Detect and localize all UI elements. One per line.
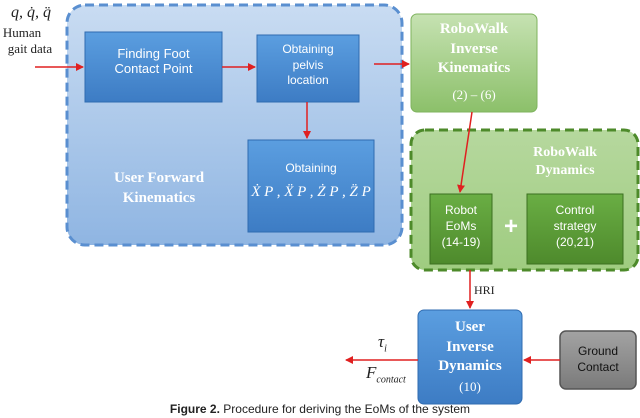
user-inverse-eq: (10): [459, 379, 481, 394]
output-force: Fcontact: [366, 363, 426, 386]
derivatives-box: [247, 139, 375, 233]
user-inverse-dynamics-box: [417, 309, 523, 405]
robot-eoms-line3: (14-19): [441, 235, 481, 250]
robowalk-ik-title: RoboWalk Inverse Kinematics: [411, 20, 537, 79]
output-tau: τi: [378, 332, 408, 355]
user-forward-title-line1: User Forward: [113, 170, 205, 186]
output-tau-sub: i: [384, 343, 387, 355]
pelvis-line3: location: [287, 73, 329, 88]
input-label-gait: gait data: [7, 41, 53, 56]
user-inverse-line3: Dynamics: [438, 358, 502, 374]
derivatives-formula: Ẋ P , Ẍ P , Ż P , Z̈ P: [251, 184, 371, 200]
hri-label: HRI: [474, 283, 495, 297]
finding-foot-line2: Contact Point: [114, 60, 193, 76]
robowalk-ik-line3: Kinematics: [437, 60, 511, 76]
ground-contact-text: Ground Contact: [560, 343, 636, 375]
output-force-symbol: F: [366, 363, 377, 382]
robowalk-dynamics-title: RoboWalk Dynamics: [490, 144, 640, 180]
user-inverse-line1: User: [455, 319, 485, 335]
user-forward-title-line2: Kinematics: [122, 190, 196, 207]
control-strategy-line2: strategy: [553, 219, 597, 234]
user-inverse-line2: Inverse: [446, 338, 494, 355]
control-strategy-line1: Control: [555, 203, 595, 217]
robowalk-dynamics-line1: RoboWalk: [533, 145, 597, 160]
robot-eoms-line1: Robot: [444, 203, 478, 217]
figure-caption-text: Procedure for deriving the EoMs of the s…: [219, 402, 471, 416]
robot-eoms-line2: EoMs: [445, 219, 477, 234]
control-strategy-box: [526, 193, 624, 265]
finding-foot-text: Finding Foot Contact Point: [85, 46, 222, 77]
ground-contact-line1: Ground: [577, 344, 619, 358]
finding-foot-line1: Finding Foot: [117, 46, 190, 61]
ground-contact-line2: Contact: [577, 360, 619, 375]
robowalk-ik-eq: (2) – (6): [452, 87, 496, 102]
pelvis-location-box: [256, 34, 360, 103]
pelvis-location-text: Obtaining pelvis location: [257, 42, 359, 89]
user-inverse-title: User Inverse Dynamics: [418, 318, 522, 377]
figure-caption-prefix: Figure 2.: [169, 402, 220, 416]
robot-eoms-box: [429, 193, 493, 265]
output-tau-symbol: τ: [378, 332, 385, 351]
plus-sign: +: [503, 213, 518, 240]
input-label-human: Human: [2, 25, 42, 40]
output-force-sub: contact: [376, 374, 406, 386]
robowalk-ik-box: [410, 13, 538, 113]
input-symbols: q, q̇, q̈: [11, 4, 51, 21]
robowalk-ik-line2: Inverse: [450, 40, 498, 57]
robowalk-ik-line1: RoboWalk: [439, 21, 509, 37]
control-strategy-text: Control strategy (20,21): [527, 202, 623, 251]
user-forward-title: User Forward Kinematics: [84, 168, 234, 209]
control-strategy-line3: (20,21): [555, 235, 595, 250]
finding-foot-box: [84, 31, 223, 103]
figure-caption: Figure 2. Procedure for deriving the EoM…: [60, 402, 580, 417]
pelvis-line2: pelvis: [292, 57, 324, 72]
robowalk-dynamics-line2: Dynamics: [535, 163, 595, 179]
derivatives-label: Obtaining: [285, 161, 337, 175]
robot-eoms-text: Robot EoMs (14-19): [430, 202, 492, 251]
pelvis-line1: Obtaining: [282, 42, 334, 56]
arrow-ik-to-eoms: [457, 111, 473, 193]
